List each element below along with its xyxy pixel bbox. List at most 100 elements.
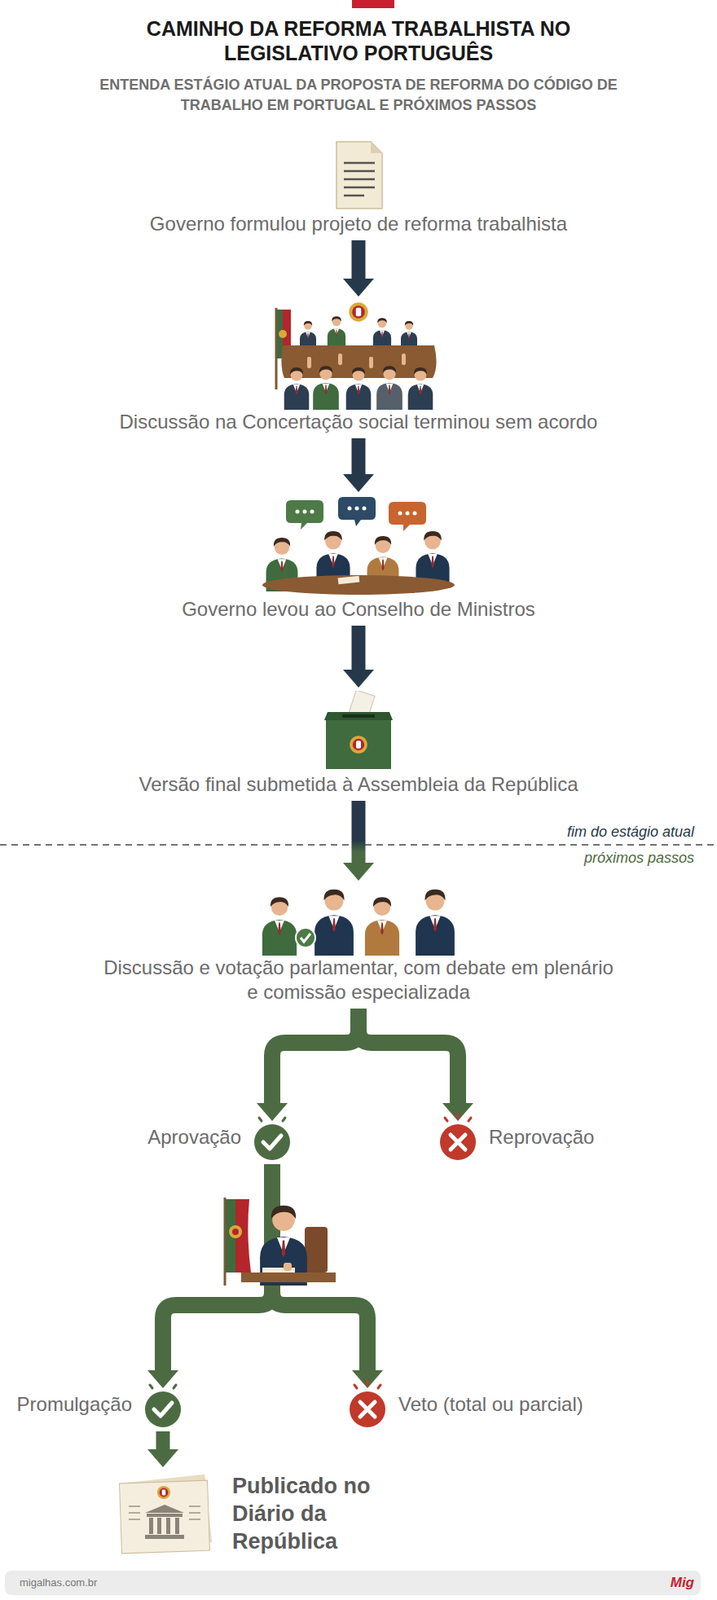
flow-arrow [343, 800, 374, 881]
illustration-use [312, 365, 339, 410]
arrow-head [343, 669, 374, 688]
illustration-circle [303, 510, 308, 515]
illustration-line [189, 1505, 201, 1508]
arrow-shaft [351, 240, 366, 281]
illustration-use [373, 317, 392, 349]
node-text: Publicado no Diário da República [232, 1472, 412, 1556]
arrow-head [343, 278, 374, 297]
illustration-use [376, 365, 403, 410]
illustration-path [450, 1134, 466, 1150]
node-text: Discussão na Concertação social terminou… [119, 409, 599, 435]
node-text: Veto (total ou parcial) [398, 1392, 584, 1417]
illustration-rect [283, 1262, 292, 1272]
illustration-line [343, 162, 375, 165]
reject-mark [433, 1112, 483, 1162]
illustration-rect [146, 1513, 183, 1518]
illustration-g [354, 1381, 381, 1389]
illustration-line [128, 1512, 141, 1514]
step-node: Versão final submetida à Assembleia da R… [73, 690, 644, 797]
arrow-head [256, 1103, 288, 1122]
illustration-g [145, 1504, 185, 1540]
illustration-g [128, 1506, 201, 1520]
illustration-path [300, 933, 311, 942]
step-node: Governo levou ao Conselho de Ministros [73, 495, 644, 622]
illustration-line [457, 1113, 460, 1118]
arrow-head [343, 862, 374, 881]
illustration-path [370, 141, 383, 154]
result-node: Publicado no Diário da República [112, 1470, 412, 1558]
document-icon [329, 138, 388, 212]
illustration-rect [119, 1480, 211, 1554]
illustration-path [145, 1504, 185, 1514]
illustration-line [189, 1512, 201, 1514]
node-text: Aprovação [147, 1125, 242, 1150]
illustration-use [157, 1486, 171, 1500]
step-node: Governo formulou projeto de reforma trab… [73, 138, 644, 237]
illustration-path [285, 500, 324, 530]
arrow-head [442, 1103, 474, 1122]
footer-source: migalhas.com.br [19, 1575, 97, 1591]
arrow-shaft [272, 1008, 359, 1105]
stage-note: fim do estágio atual [564, 822, 697, 841]
arrow-head [147, 1370, 179, 1389]
illustration-use [299, 321, 317, 349]
illustration-line [271, 1113, 274, 1118]
illustration-line [444, 1117, 448, 1122]
illustration-circle [145, 1391, 181, 1428]
illustration-use [349, 735, 368, 754]
illustration-rect [304, 1227, 328, 1273]
illustration-use [327, 316, 346, 348]
illustration-line [354, 1385, 357, 1389]
illustration-use [348, 302, 368, 322]
illustration-line [343, 170, 375, 173]
illustration-g [259, 1113, 286, 1122]
illustration-rect [401, 353, 406, 366]
illustration-rect [342, 714, 375, 718]
illustration-line [378, 1385, 381, 1389]
illustration-g [343, 162, 375, 196]
flow-arrow [343, 438, 374, 493]
illustration-circle [254, 1124, 291, 1161]
illustration-path [241, 1272, 336, 1283]
step-node: Discussão na Concertação social terminou… [73, 299, 644, 435]
subtitle: ENTENDA ESTÁGIO ATUAL DA PROPOSTA DE REF… [97, 74, 620, 116]
decision-node: Reprovação [433, 1112, 594, 1162]
illustration-line [259, 1117, 262, 1122]
diagram-title: CAMINHO DA REFORMA TRABALHISTA NO LEGISL… [142, 16, 575, 66]
illustration-circle [295, 928, 316, 948]
step-node: Discussão e votação parlamentar, com deb… [97, 884, 620, 1005]
illustration-line [128, 1518, 141, 1521]
illustration-use [284, 367, 310, 410]
node-text: Governo levou ao Conselho de Ministros [181, 597, 536, 622]
illustration-line [343, 186, 375, 190]
illustration-rect [338, 353, 343, 366]
illustration-circle [310, 510, 315, 515]
illustration-line [468, 1117, 471, 1122]
illustration-path [360, 1402, 375, 1417]
illustration-path [153, 1403, 172, 1417]
node-text: Discussão e votação parlamentar, com deb… [97, 955, 620, 1005]
illustration-line [149, 1385, 153, 1389]
illustration-circle [349, 1391, 386, 1428]
illustration-circle [439, 1124, 476, 1161]
parliament-vote-illustration [256, 884, 461, 956]
illustration-line [343, 178, 375, 181]
council-illustration [264, 299, 453, 410]
illustration-path [225, 1199, 251, 1273]
arrow-shaft [351, 438, 366, 476]
illustration-g [388, 501, 427, 532]
node-text: Governo formulou projeto de reforma trab… [149, 211, 568, 237]
footer-bar [4, 1570, 701, 1596]
flow-arrow [343, 240, 374, 297]
node-text: Reprovação [488, 1125, 594, 1150]
illustration-line [173, 1385, 176, 1389]
illustration-circle [232, 1228, 239, 1236]
illustration-rect [338, 576, 361, 586]
arrow-shaft [351, 625, 366, 672]
node-text: Versão final submetida à Assembleia da R… [139, 772, 579, 797]
illustration-line [189, 1518, 201, 1521]
illustration-g [149, 1381, 176, 1389]
illustration-use [262, 897, 297, 956]
illustration-g [307, 353, 406, 369]
